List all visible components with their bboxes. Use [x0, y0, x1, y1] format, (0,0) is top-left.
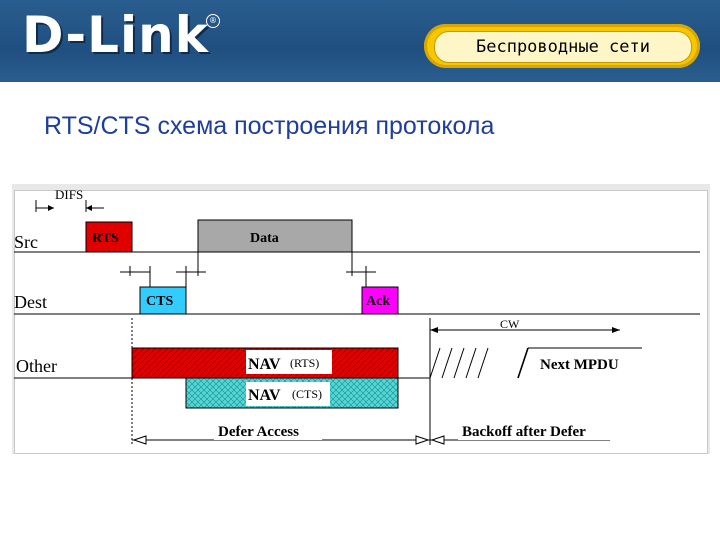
cw-arrowhead-right: [612, 327, 620, 333]
nav-rts-label: NAV: [248, 356, 281, 373]
other-label: Other: [16, 356, 57, 376]
data-frame: [197, 219, 353, 253]
cw-label: CW: [500, 317, 520, 331]
ack-frame-label: Ack: [366, 294, 390, 309]
src-label: Src: [14, 232, 38, 252]
dlink-logo: D-Link: [22, 6, 210, 64]
backoff-arrowhead: [430, 435, 445, 445]
backoff-slot: [429, 347, 441, 379]
backoff-label-bg: [458, 422, 612, 440]
cts-frame: [139, 286, 187, 315]
registered-mark-icon: ®: [206, 14, 220, 28]
nav-cts-label: NAV: [248, 387, 281, 404]
defer-arrowhead-left: [132, 435, 147, 445]
rts-frame: [85, 221, 133, 253]
difs-arrowhead-left: [48, 205, 54, 211]
nav-cts-sublabel: (CTS): [292, 387, 322, 401]
ack-frame: [361, 286, 399, 315]
nav-cts-label-bg: [246, 382, 330, 406]
backoff-slot: [465, 347, 477, 379]
difs-label: DIFS: [55, 187, 83, 202]
backoff-slot: [441, 347, 453, 379]
backoff-slot: [477, 347, 489, 379]
section-label: Беспроводные сети: [434, 31, 692, 63]
dest-label: Dest: [14, 292, 47, 312]
slide-title: RTS/CTS схема построения протокола: [44, 112, 495, 140]
backoff-end: [517, 347, 529, 379]
difs-arrowhead-right: [86, 205, 92, 211]
rts-frame-label: RTS: [92, 231, 119, 246]
backoff-label: Backoff after Defer: [462, 424, 586, 440]
nav-rts-sublabel: (RTS): [290, 356, 319, 370]
defer-arrowhead-right: [415, 435, 430, 445]
backoff-slot: [453, 347, 465, 379]
cts-frame-label: CTS: [146, 294, 173, 309]
defer-access-label: Defer Access: [218, 424, 299, 440]
cw-arrowhead-left: [430, 327, 438, 333]
defer-label-bg: [214, 422, 322, 440]
next-mpdu-label: Next MPDU: [540, 357, 619, 373]
data-frame-label: Data: [250, 231, 279, 246]
nav-rts-label-bg: [246, 350, 332, 374]
